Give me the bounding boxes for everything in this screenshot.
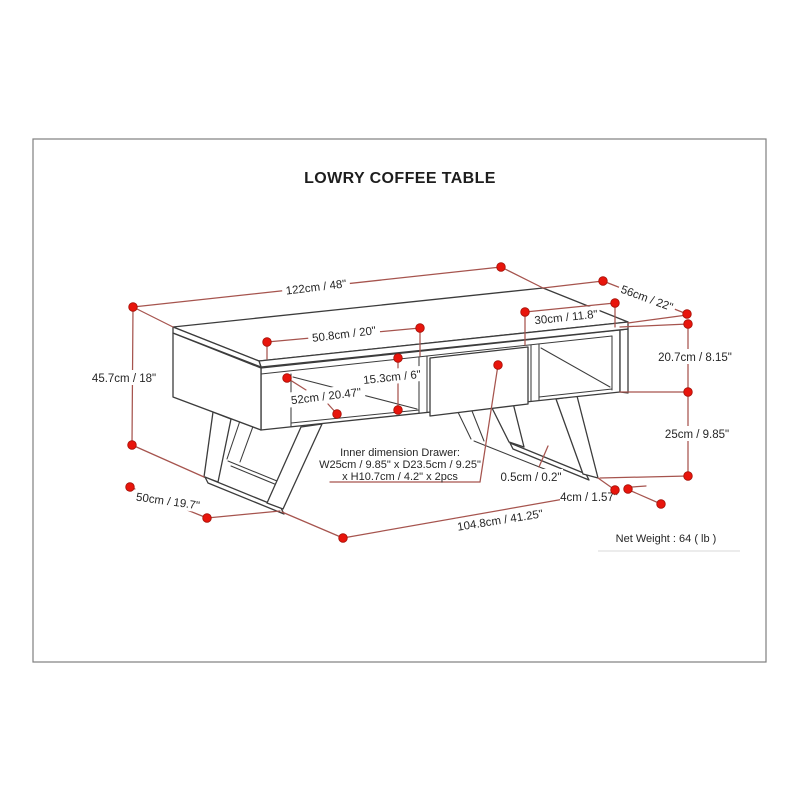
right-cubby xyxy=(538,347,613,398)
drawer-inner-dimension-note: Inner dimension Drawer: W25cm / 9.85" x … xyxy=(319,447,481,483)
label-overall-depth: 56cm / 22" xyxy=(619,284,674,314)
net-weight-text: Net Weight : 64 ( lb ) xyxy=(616,533,717,545)
coffee-table-drawing xyxy=(172,287,629,515)
drawer-note-line1: Inner dimension Drawer: xyxy=(340,447,460,459)
label-runner-thickness: 0.5cm / 0.2" xyxy=(501,472,562,484)
table-carcass xyxy=(172,328,629,431)
net-weight: Net Weight : 64 ( lb ) xyxy=(598,533,740,552)
label-overall-height: 45.7cm / 18" xyxy=(92,373,156,385)
drawer-front xyxy=(429,346,529,417)
drawer-note-line2: W25cm / 9.85" x D23.5cm / 9.25" xyxy=(319,459,481,471)
label-leg-height: 25cm / 9.85" xyxy=(665,429,729,441)
page-title: LOWRY COFFEE TABLE xyxy=(304,170,496,187)
left-leg-frame xyxy=(203,411,323,515)
dimension-marker-dots xyxy=(125,262,693,543)
label-overall-width: 122cm / 48" xyxy=(285,278,347,297)
table-top xyxy=(172,287,629,368)
page-border xyxy=(32,138,767,663)
label-apron-height: 20.7cm / 8.15" xyxy=(658,352,732,364)
label-leg-end-offset: 4cm / 1.57" xyxy=(560,492,618,504)
right-leg-frame xyxy=(490,395,599,481)
right-edge-face xyxy=(619,328,629,394)
drawer-note-line3: x H10.7cm / 4.2" x 2pcs xyxy=(342,471,458,483)
